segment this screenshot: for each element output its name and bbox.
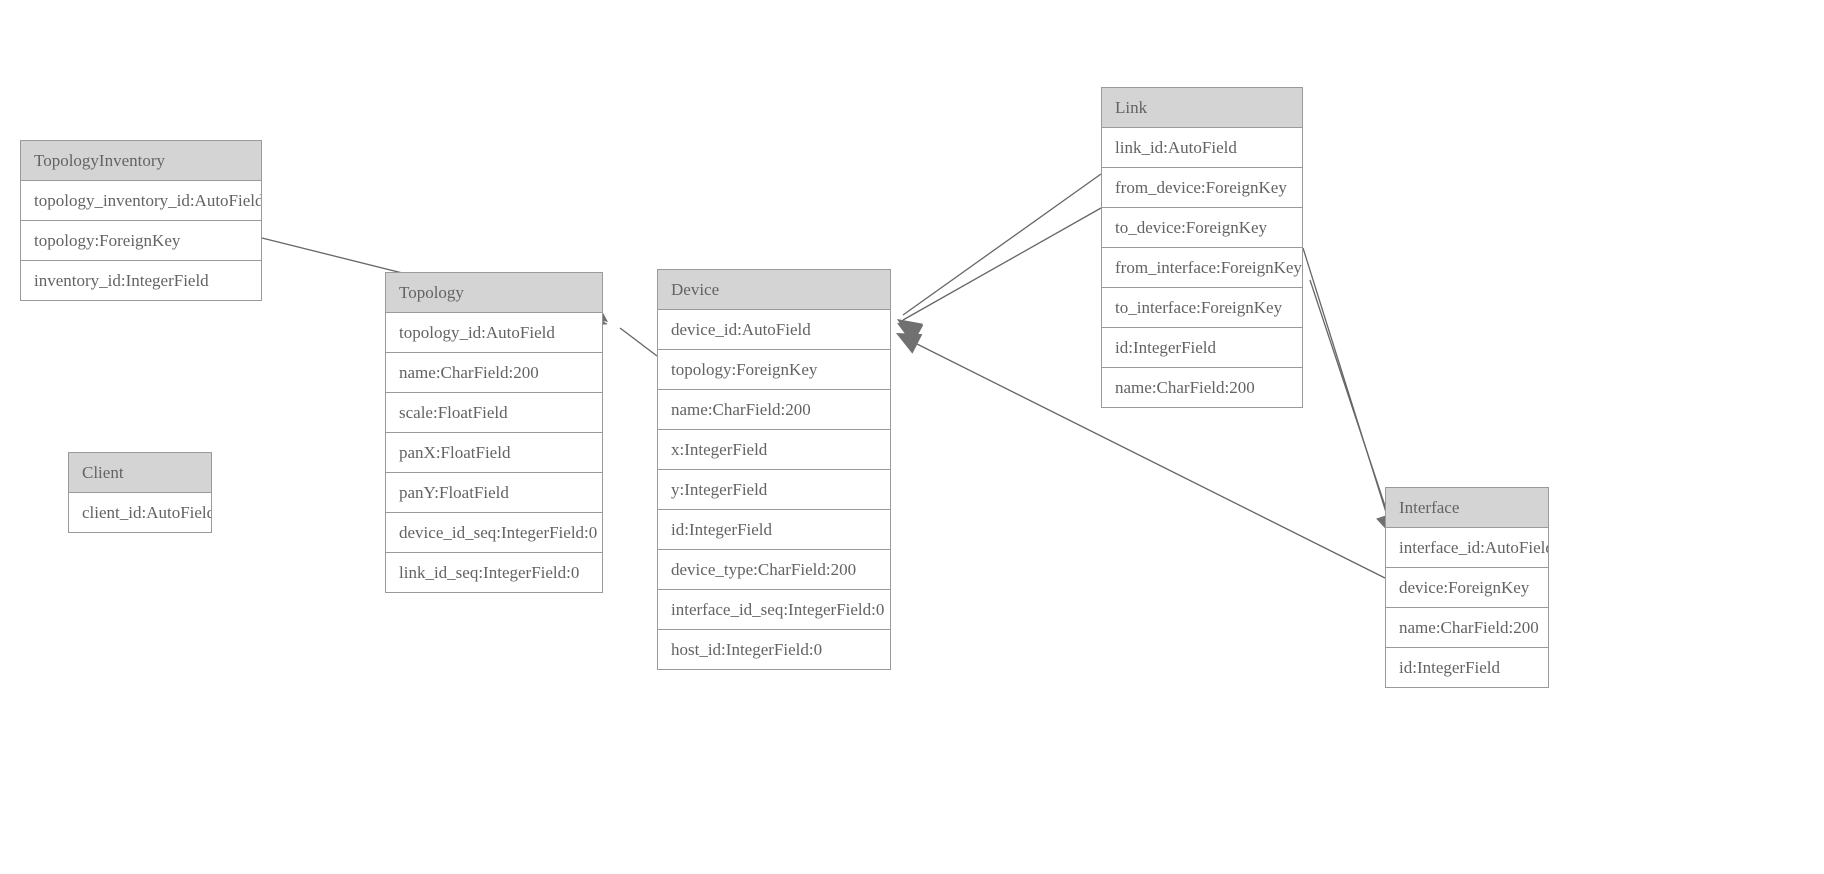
entity-field-row[interactable]: from_device:ForeignKey	[1102, 168, 1302, 208]
entity-field-row[interactable]: to_interface:ForeignKey	[1102, 288, 1302, 328]
entity-field-row[interactable]: client_id:AutoField	[69, 493, 211, 532]
entity-field-row[interactable]: host_id:IntegerField:0	[658, 630, 890, 669]
edge-link-fromdevice-device[interactable]	[891, 173, 1102, 342]
entity-title-client: Client	[69, 453, 211, 493]
entity-field-row[interactable]: to_device:ForeignKey	[1102, 208, 1302, 248]
edge-line	[902, 173, 1102, 316]
entity-field-row[interactable]: device:ForeignKey	[1386, 568, 1548, 608]
edge-arrowhead-icon	[897, 319, 923, 342]
entity-field-row[interactable]: name:CharField:200	[1386, 608, 1548, 648]
edge-link-todevice-device[interactable]	[892, 207, 1102, 345]
edge-line	[1309, 279, 1393, 528]
entity-field-row[interactable]: panY:FloatField	[386, 473, 602, 513]
entity-field-row[interactable]: topology_inventory_id:AutoField	[21, 181, 261, 221]
entity-title-topology: Topology	[386, 273, 602, 313]
entity-field-row[interactable]: device_type:CharField:200	[658, 550, 890, 590]
entity-field-row[interactable]: topology:ForeignKey	[658, 350, 890, 390]
entity-title-link: Link	[1102, 88, 1302, 128]
entity-field-row[interactable]: panX:FloatField	[386, 433, 602, 473]
entity-field-row[interactable]: id:IntegerField	[658, 510, 890, 550]
entity-field-row[interactable]: scale:FloatField	[386, 393, 602, 433]
entity-field-row[interactable]: from_interface:ForeignKey	[1102, 248, 1302, 288]
entity-field-row[interactable]: id:IntegerField	[1102, 328, 1302, 368]
entity-title-topology_inventory: TopologyInventory	[21, 141, 261, 181]
entity-field-row[interactable]: topology:ForeignKey	[21, 221, 261, 261]
entity-field-row[interactable]: y:IntegerField	[658, 470, 890, 510]
edge-arrowhead-icon	[896, 333, 923, 354]
entity-field-row[interactable]: name:CharField:200	[386, 353, 602, 393]
entity-title-device: Device	[658, 270, 890, 310]
entity-field-row[interactable]: link_id:AutoField	[1102, 128, 1302, 168]
edge-line	[1302, 247, 1391, 526]
entity-field-row[interactable]: interface_id_seq:IntegerField:0	[658, 590, 890, 630]
entity-field-row[interactable]: device_id:AutoField	[658, 310, 890, 350]
entity-field-row[interactable]: name:CharField:200	[1102, 368, 1302, 407]
edge-line	[619, 327, 658, 357]
entity-field-row[interactable]: inventory_id:IntegerField	[21, 261, 261, 300]
edge-line	[902, 207, 1102, 321]
entity-field-row[interactable]: x:IntegerField	[658, 430, 890, 470]
entity-field-row[interactable]: name:CharField:200	[658, 390, 890, 430]
entity-title-interface: Interface	[1386, 488, 1548, 528]
edge-arrowhead-icon	[897, 323, 924, 345]
entity-field-row[interactable]: link_id_seq:IntegerField:0	[386, 553, 602, 592]
entity-field-row[interactable]: interface_id:AutoField	[1386, 528, 1548, 568]
entity-field-row[interactable]: device_id_seq:IntegerField:0	[386, 513, 602, 553]
entity-field-row[interactable]: id:IntegerField	[1386, 648, 1548, 687]
entity-field-row[interactable]: topology_id:AutoField	[386, 313, 602, 353]
